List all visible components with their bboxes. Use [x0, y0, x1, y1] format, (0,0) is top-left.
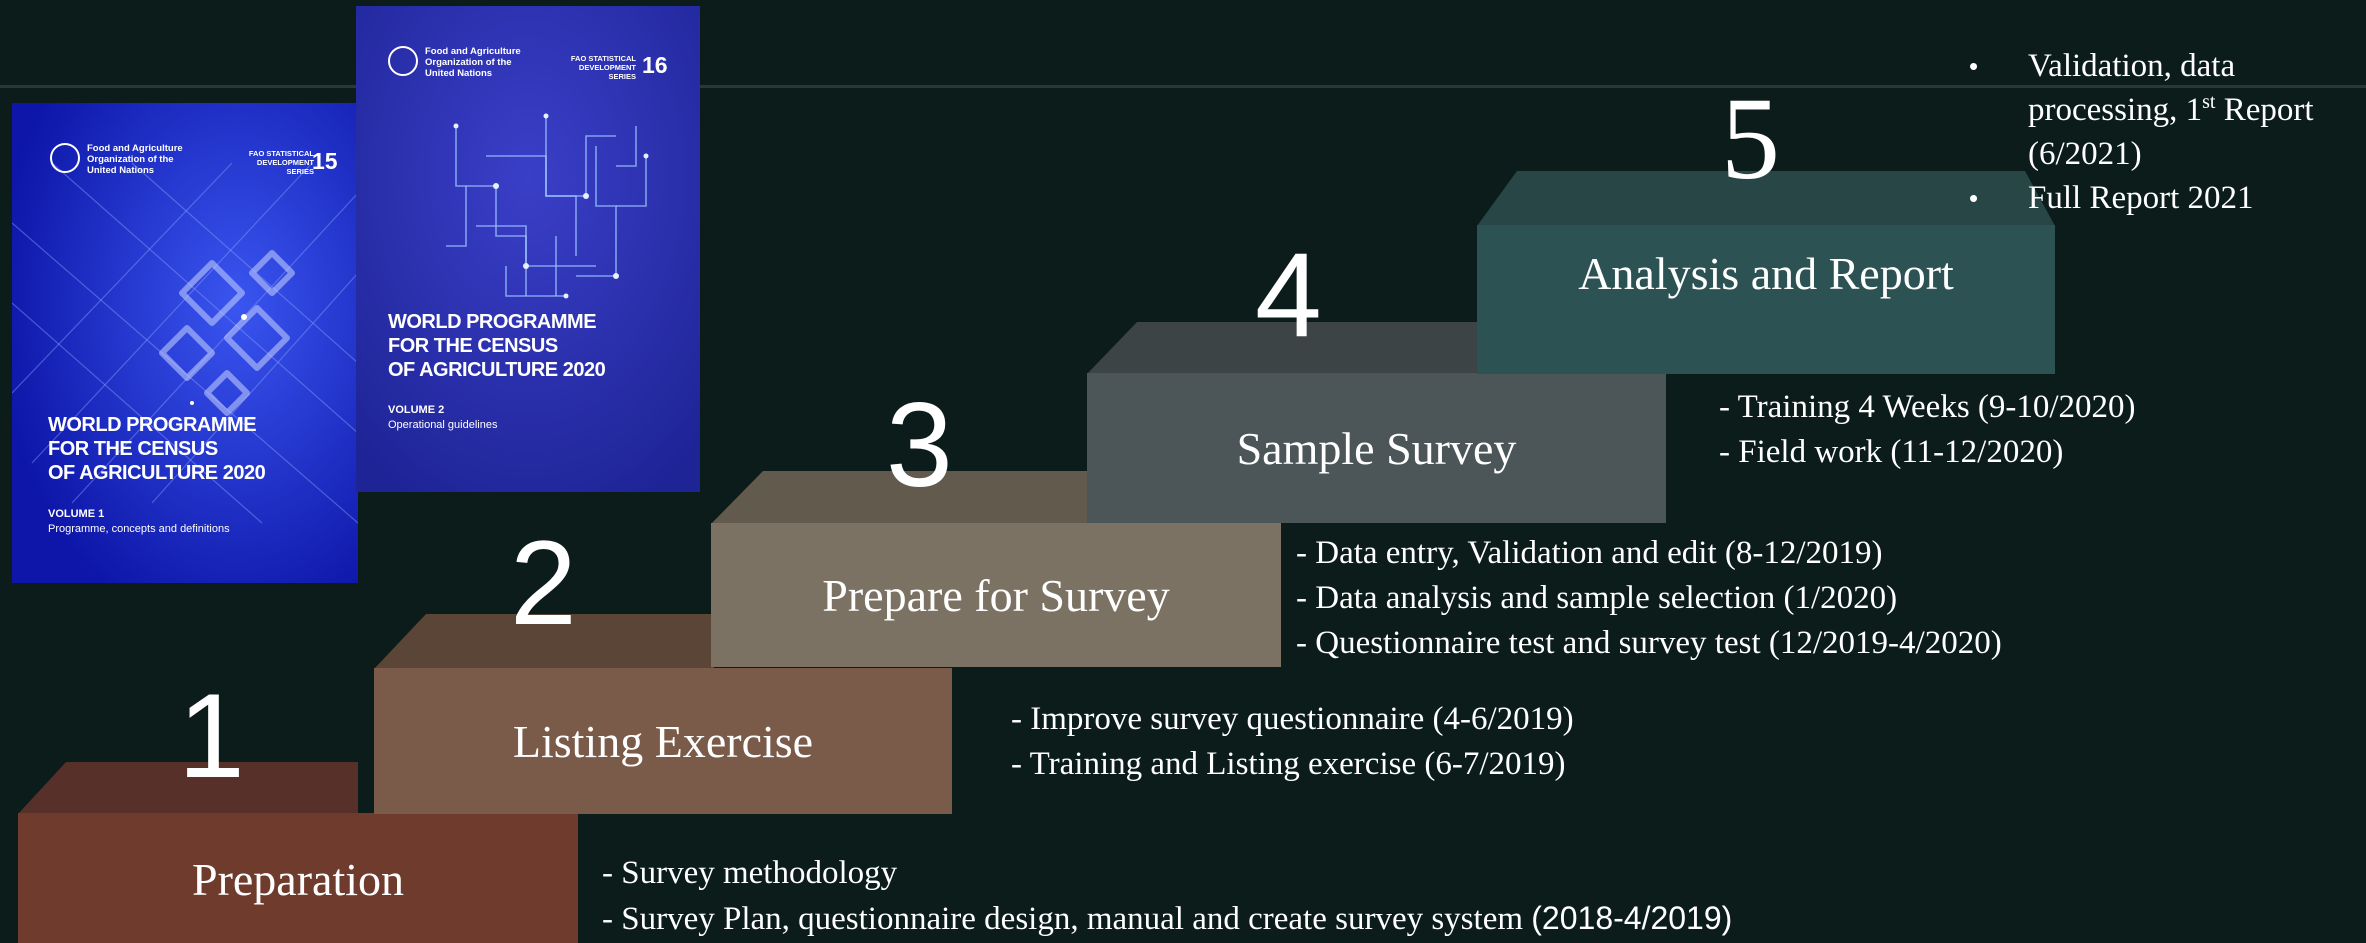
- cover-pattern-art: [12, 103, 358, 583]
- step-2-number: 2: [510, 516, 577, 650]
- header-divider: [0, 85, 2366, 88]
- step-4-detail-line: - Training 4 Weeks (9-10/2020): [1719, 389, 2136, 425]
- step-3-number: 3: [886, 378, 953, 512]
- step-5-details: • Validation, data processing, 1st Repor…: [1962, 44, 2366, 220]
- step-3-detail-line: - Data entry, Validation and edit (8-12/…: [1296, 535, 1883, 571]
- fao-logo: Food and Agriculture Organization of the…: [50, 143, 183, 176]
- bullet-icon: •: [1969, 51, 1979, 81]
- step-2-block: Listing Exercise: [374, 614, 952, 814]
- step-3-label: Prepare for Survey: [711, 523, 1281, 667]
- step-4-block: Sample Survey: [1087, 322, 1666, 523]
- step-1-detail-line: - Survey Plan, questionnaire design, man…: [602, 900, 1733, 937]
- step-5-block: Analysis and Report: [1477, 171, 2055, 374]
- step-1-detail-line: - Survey methodology: [602, 855, 898, 891]
- fao-emblem-icon: [50, 143, 80, 173]
- fao-organization-name: Food and Agriculture Organization of the…: [425, 46, 521, 79]
- cover-volume: VOLUME 2: [388, 404, 445, 416]
- cover-volume: VOLUME 1: [48, 508, 105, 520]
- step-4-top-face: [1087, 322, 1477, 374]
- step-4-detail-line: - Field work (11-12/2020): [1719, 434, 2064, 470]
- step-4-label: Sample Survey: [1087, 373, 1666, 523]
- step-1-top-face: [18, 762, 358, 814]
- step-1-number: 1: [178, 669, 245, 803]
- step-5-number: 5: [1721, 73, 1780, 204]
- fao-organization-name: Food and Agriculture Organization of the…: [87, 143, 183, 176]
- fao-emblem-icon: [388, 46, 418, 76]
- step-2-top-face: [374, 614, 714, 669]
- step-4-number: 4: [1255, 228, 1322, 362]
- book-cover-volume-2: Food and Agriculture Organization of the…: [356, 6, 700, 492]
- step-3-details: - Data entry, Validation and edit (8-12/…: [1296, 531, 2002, 666]
- series-label: FAO STATISTICAL DEVELOPMENT SERIES: [570, 54, 636, 81]
- cover-title: WORLD PROGRAMME FOR THE CENSUS OF AGRICU…: [48, 414, 266, 484]
- cover-subtitle: Programme, concepts and definitions: [48, 523, 230, 535]
- series-number: 16: [642, 52, 668, 78]
- step-2-details: - Improve survey questionnaire (4-6/2019…: [1011, 697, 1574, 787]
- step-4-details: - Training 4 Weeks (9-10/2020) - Field w…: [1719, 385, 2136, 475]
- cover-title: WORLD PROGRAMME FOR THE CENSUS OF AGRICU…: [388, 311, 606, 381]
- step-5-bullet: • Full Report 2021: [1962, 176, 2366, 220]
- step-5-top-face: [1477, 171, 2055, 226]
- step-3-block: Prepare for Survey: [711, 471, 1281, 667]
- cover-circuit-art: [356, 6, 700, 492]
- step-3-detail-line: - Questionnaire test and survey test (12…: [1296, 625, 2002, 661]
- step-1-details: - Survey methodology - Survey Plan, ques…: [602, 851, 1732, 941]
- step-2-detail-line: - Improve survey questionnaire (4-6/2019…: [1011, 701, 1574, 737]
- step-2-label: Listing Exercise: [374, 668, 952, 814]
- fao-logo: Food and Agriculture Organization of the…: [388, 46, 521, 79]
- bullet-icon: •: [1969, 183, 1979, 213]
- series-number: 15: [312, 148, 338, 174]
- step-1-block: Preparation: [18, 762, 578, 943]
- step-2-detail-line: - Training and Listing exercise (6-7/201…: [1011, 746, 1566, 782]
- cover-subtitle: Operational guidelines: [388, 419, 498, 431]
- step-3-detail-line: - Data analysis and sample selection (1/…: [1296, 580, 1898, 616]
- step-3-top-face: [711, 471, 1091, 524]
- series-label: FAO STATISTICAL DEVELOPMENT SERIES: [248, 149, 314, 176]
- book-cover-volume-1: Food and Agriculture Organization of the…: [12, 103, 358, 583]
- step-5-bullet: • Validation, data processing, 1st Repor…: [1962, 44, 2366, 176]
- step-5-label: Analysis and Report: [1477, 225, 2055, 374]
- step-1-label: Preparation: [18, 813, 578, 943]
